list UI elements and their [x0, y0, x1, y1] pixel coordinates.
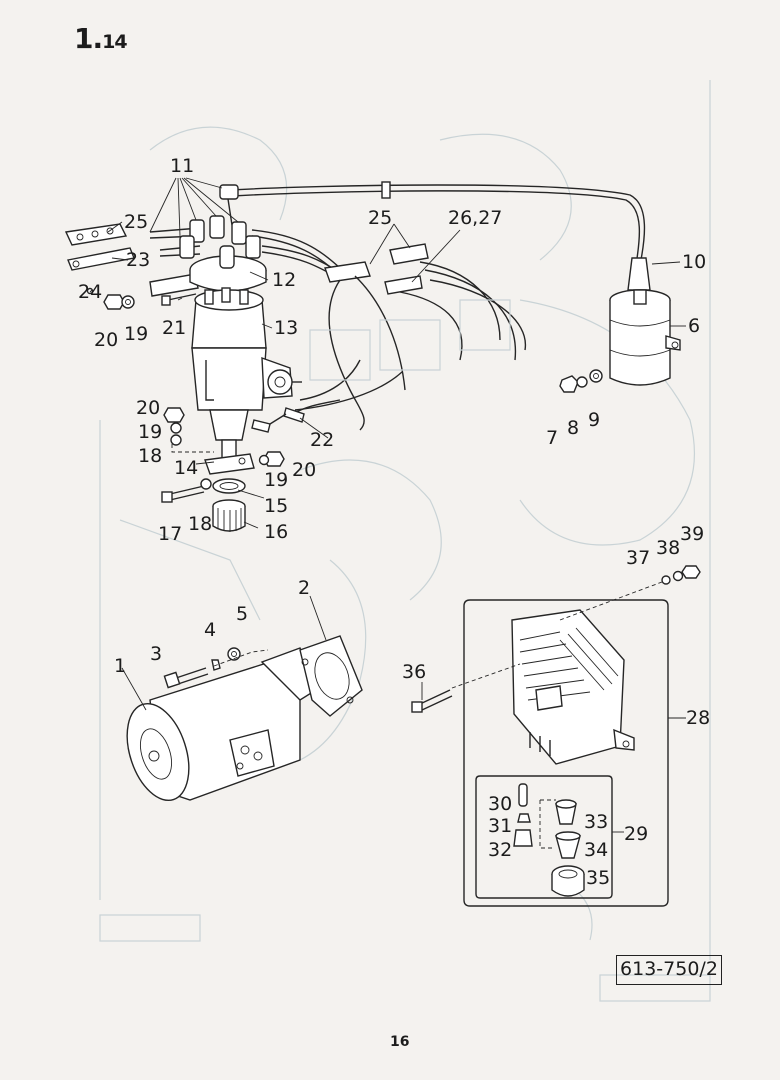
connector-parts-30-35 [513, 783, 585, 897]
control-unit-hardware-36-39 [411, 565, 701, 713]
callout-18-bottom: 18 [188, 513, 212, 535]
callout-29: 29 [624, 823, 648, 845]
callout-18-mid: 18 [138, 445, 162, 467]
clamp-14-seal-15-gear-16 [204, 453, 255, 532]
callout-17: 17 [158, 523, 182, 545]
callout-19-right: 19 [264, 469, 288, 491]
callout-25-right: 25 [368, 207, 392, 229]
lead-holder-25-left [64, 223, 128, 246]
lead-holders-25-26-27 [294, 243, 527, 431]
callout-24: 24 [78, 281, 102, 303]
callout-38: 38 [656, 537, 680, 559]
callout-6: 6 [688, 315, 700, 337]
callout-9: 9 [588, 409, 600, 431]
callout-36: 36 [402, 661, 426, 683]
callout-10: 10 [682, 251, 706, 273]
callout-4: 4 [204, 619, 216, 641]
page-number: 16 [390, 1034, 410, 1050]
distributor-13 [191, 287, 302, 461]
starter-motor-1 [126, 647, 317, 802]
callout-labels: 11 25 23 24 20 19 21 12 13 25 26,27 10 6… [78, 155, 710, 889]
starter-flange-2 [299, 635, 363, 717]
callout-34: 34 [584, 839, 608, 861]
callout-1: 1 [114, 655, 126, 677]
callout-12: 12 [272, 269, 296, 291]
callout-14: 14 [174, 457, 198, 479]
callout-22: 22 [310, 429, 334, 451]
control-unit-frame-28 [463, 599, 669, 907]
callout-2: 2 [298, 577, 310, 599]
screw-21 [161, 293, 197, 306]
callout-35: 35 [586, 867, 610, 889]
callout-20-right: 20 [292, 459, 316, 481]
callout-21: 21 [162, 317, 186, 339]
callout-32: 32 [488, 839, 512, 861]
callout-7: 7 [546, 427, 558, 449]
coil-nuts-7-8-9 [559, 369, 603, 393]
callout-19-mid: 19 [138, 421, 162, 443]
section-number-main: 1. [74, 22, 103, 55]
callout-33: 33 [584, 811, 608, 833]
distributor-cap-12 [189, 245, 267, 292]
callout-16: 16 [264, 521, 288, 543]
callout-28: 28 [686, 707, 710, 729]
washers-19-20-24-top [86, 287, 135, 310]
leader-lines [89, 177, 686, 833]
distributor-hardware-17-18-19-20 [161, 407, 285, 503]
callout-39: 39 [680, 523, 704, 545]
callout-5: 5 [236, 603, 248, 625]
callout-30: 30 [488, 793, 512, 815]
callout-20-top: 20 [94, 329, 118, 351]
callout-13: 13 [274, 317, 298, 339]
vacuum-line-22 [251, 399, 341, 433]
bracket-23 [67, 247, 199, 297]
connector-kit-frame-29 [475, 775, 613, 899]
ghost-background-drawing [99, 80, 711, 1002]
callout-20-mid: 20 [136, 397, 160, 419]
section-number-sub: 14 [102, 31, 127, 53]
callout-8: 8 [567, 417, 579, 439]
callout-31: 31 [488, 815, 512, 837]
callout-26-27: 26,27 [448, 207, 502, 229]
section-title: 1.14 [74, 22, 128, 55]
callout-11: 11 [170, 155, 194, 177]
control-unit-28 [511, 609, 635, 765]
callout-23: 23 [126, 249, 150, 271]
ignition-coil-6 [609, 289, 681, 386]
callout-15: 15 [264, 495, 288, 517]
callout-25-left: 25 [124, 211, 148, 233]
callout-19-top: 19 [124, 323, 148, 345]
callout-37: 37 [626, 547, 650, 569]
callout-3: 3 [150, 643, 162, 665]
drawing-reference-number: 613-750/2 [616, 955, 722, 985]
starter-bolt-3-washers-4-5 [163, 647, 269, 689]
